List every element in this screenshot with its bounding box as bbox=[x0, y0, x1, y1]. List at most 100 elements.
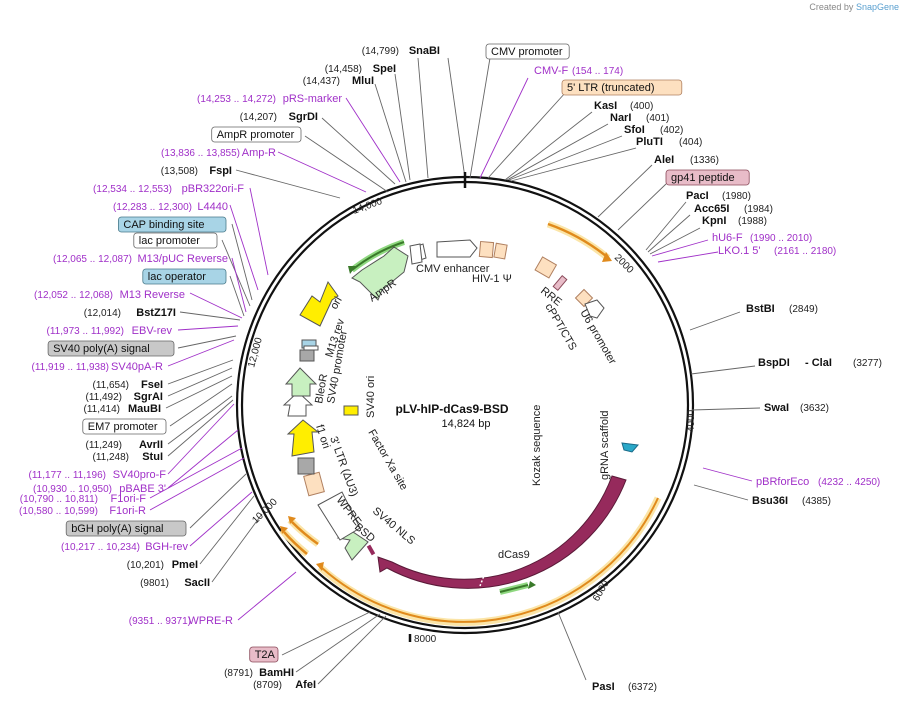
label-name: hU6-F bbox=[712, 232, 743, 244]
site-label-lac-operator[interactable]: lac operator bbox=[142, 268, 227, 285]
label-badge bbox=[211, 126, 302, 143]
site-label-sfoi[interactable]: SfoI(402) bbox=[624, 124, 683, 136]
site-label-maubi[interactable]: MauBI(11,414) bbox=[83, 403, 161, 415]
label-name: M13 Reverse bbox=[120, 289, 185, 301]
site-label-fsei[interactable]: FseI(11,654) bbox=[92, 379, 163, 391]
label-badge bbox=[133, 232, 218, 249]
site-label-t2a[interactable]: T2A bbox=[249, 646, 279, 663]
label-badge bbox=[118, 216, 227, 233]
site-label-spei[interactable]: SpeI(14,458) bbox=[325, 63, 396, 75]
label-name: AleI bbox=[654, 154, 674, 166]
site-label-gp41-peptide[interactable]: gp41 peptide bbox=[665, 169, 750, 186]
site-labels-left: SnaBI (14,799) SpeI(14,458)MluI(14,437) pRS… bbox=[19, 45, 440, 691]
feature-cppt-cts: cPPT/CTS bbox=[542, 302, 578, 353]
site-label-cmv-promoter[interactable]: CMV promoter bbox=[485, 43, 570, 60]
label-position: (1990 .. 2010) bbox=[750, 233, 812, 244]
label-name: SV40 poly(A) signal bbox=[53, 343, 150, 355]
site-label-kpni[interactable]: KpnI(1988) bbox=[702, 215, 767, 227]
label-position: (1984) bbox=[744, 204, 773, 215]
dcas9-arrow bbox=[377, 475, 627, 589]
site-label-sv40pa-r[interactable]: SV40pA-R(11,919 .. 11,938) bbox=[32, 361, 164, 373]
site-label-kasi[interactable]: KasI(400) bbox=[594, 100, 653, 112]
site-label-ampr-promoter[interactable]: AmpR promoter bbox=[211, 126, 302, 143]
site-label-fspi[interactable]: FspI(13,508) bbox=[161, 165, 232, 177]
feature-factor-xa: Factor Xa site bbox=[365, 428, 409, 493]
site-label-amp-r[interactable]: Amp-R(13,836 .. 13,855) bbox=[161, 147, 276, 159]
site-label-prs-marker[interactable]: pRS-marker(14,253 .. 14,272) bbox=[197, 93, 342, 105]
site-label-pbrforeco[interactable]: pBRforEco(4232 .. 4250) bbox=[756, 476, 880, 488]
label-name: SnaBI bbox=[409, 45, 440, 57]
label-extra: - ClaI bbox=[805, 357, 832, 369]
site-label-ebv-rev[interactable]: EBV-rev(11,973 .. 11,992) bbox=[47, 325, 173, 337]
site-label-pmei[interactable]: PmeI(10,201) bbox=[127, 559, 198, 571]
label-name: FspI bbox=[209, 165, 232, 177]
site-label-m13-puc-reverse[interactable]: M13/pUC Reverse(12,065 .. 12,087) bbox=[53, 253, 228, 265]
label-position: (2161 .. 2180) bbox=[774, 246, 836, 257]
label-position: (402) bbox=[660, 125, 683, 136]
label-position: (404) bbox=[679, 137, 702, 148]
orange-arrow-bottom-right bbox=[317, 496, 662, 626]
label-name: PacI bbox=[686, 190, 709, 202]
site-label-sacii[interactable]: SacII(9801) bbox=[140, 577, 210, 589]
site-label-em7-promoter[interactable]: EM7 promoter bbox=[82, 418, 167, 435]
site-label-l4440[interactable]: L4440(12,283 .. 12,300) bbox=[113, 201, 228, 213]
feature-sv40-ori: SV40 ori bbox=[365, 376, 377, 418]
site-label-mlui[interactable]: MluI(14,437) bbox=[303, 75, 374, 87]
site-label-f1ori-r[interactable]: F1ori-R(10,580 .. 10,599) bbox=[19, 505, 146, 517]
label-name: MauBI bbox=[128, 403, 161, 415]
label-name: WPRE-R bbox=[188, 615, 233, 627]
label-badge bbox=[82, 418, 167, 435]
label-position: (14,458) bbox=[325, 64, 362, 75]
site-label-sgrai[interactable]: SgrAI(11,492) bbox=[85, 391, 163, 403]
site-label-pasi[interactable]: PasI(6372) bbox=[592, 681, 657, 693]
site-label-pluti[interactable]: PluTI(404) bbox=[636, 136, 702, 148]
label-position: (401) bbox=[646, 113, 669, 124]
site-label-bstbi[interactable]: BstBI(2849) bbox=[746, 303, 818, 315]
label-name: Bsu36I bbox=[752, 495, 788, 507]
site-label-cmv-f[interactable]: CMV-F(154 .. 174) bbox=[534, 65, 623, 77]
site-label-bgh-poly-a-signal[interactable]: bGH poly(A) signal bbox=[65, 520, 187, 537]
site-label-sv40-poly-a-signal[interactable]: SV40 poly(A) signal bbox=[47, 340, 175, 357]
label-position: (14,799) bbox=[362, 46, 399, 57]
site-label-snabi[interactable]: SnaBI (14,799) bbox=[362, 45, 440, 57]
site-label-paci[interactable]: PacI (1980) bbox=[686, 190, 751, 202]
site-label-5-ltr-truncated[interactable]: 5' LTR (truncated) bbox=[561, 79, 683, 96]
site-label-pbabe-3[interactable]: pBABE 3'(10,930 .. 10,950) bbox=[33, 483, 166, 495]
site-label-hu6-f[interactable]: hU6-F (1990 .. 2010) bbox=[712, 232, 812, 244]
label-name: SwaI bbox=[764, 402, 789, 414]
site-label-bamhi[interactable]: BamHI(8791) bbox=[224, 667, 294, 679]
label-name: KpnI bbox=[702, 215, 726, 227]
site-label-bsu36i[interactable]: Bsu36I(4385) bbox=[752, 495, 831, 507]
site-label-wpre-r[interactable]: WPRE-R(9351 .. 9371) bbox=[129, 615, 233, 627]
site-label-swai[interactable]: SwaI(3632) bbox=[764, 402, 829, 414]
site-label-bspdi[interactable]: BspDI- ClaI(3277) bbox=[758, 357, 882, 369]
site-label-lac-promoter[interactable]: lac promoter bbox=[133, 232, 218, 249]
label-name: KasI bbox=[594, 100, 617, 112]
site-label-stui[interactable]: StuI(11,248) bbox=[92, 451, 163, 463]
label-position: (12,014) bbox=[84, 308, 121, 319]
site-label-m13-reverse[interactable]: M13 Reverse(12,052 .. 12,068) bbox=[34, 289, 185, 301]
site-label-nari[interactable]: NarI(401) bbox=[610, 112, 669, 124]
site-label-afei[interactable]: AfeI(8709) bbox=[253, 679, 316, 691]
label-name: lac promoter bbox=[139, 235, 200, 247]
label-name: CMV-F bbox=[534, 65, 569, 77]
site-label-acc65i[interactable]: Acc65I (1984) bbox=[694, 203, 773, 215]
site-label-bstz17i[interactable]: BstZ17I(12,014) bbox=[84, 307, 176, 319]
site-label-bgh-rev[interactable]: BGH-rev(10,217 .. 10,234) bbox=[61, 541, 188, 553]
label-name: EBV-rev bbox=[132, 325, 173, 337]
site-label-cap-binding-site[interactable]: CAP binding site bbox=[118, 216, 227, 233]
label-position: (9801) bbox=[140, 578, 169, 589]
site-label-sv40pro-f[interactable]: SV40pro-F(11,177 .. 11,196) bbox=[29, 469, 167, 481]
site-label-lko-1-5[interactable]: LKO.1 5'(2161 .. 2180) bbox=[718, 245, 836, 257]
site-label-pbr322ori-f[interactable]: pBR322ori-F(12,534 .. 12,553) bbox=[93, 183, 244, 195]
label-name: CMV promoter bbox=[491, 46, 563, 58]
site-label-sgrdi[interactable]: SgrDI(14,207) bbox=[240, 111, 318, 123]
label-position: (1980) bbox=[722, 191, 751, 202]
scale-tick-label: 12,000 bbox=[246, 336, 265, 369]
label-position: (8709) bbox=[253, 680, 282, 691]
site-label-f1ori-f[interactable]: F1ori-F(10,790 .. 10,811) bbox=[20, 493, 146, 505]
site-label-alei[interactable]: AleI(1336) bbox=[654, 154, 719, 166]
site-label-avrii[interactable]: AvrII(11,249) bbox=[85, 439, 163, 451]
label-name: 5' LTR (truncated) bbox=[567, 82, 654, 94]
label-name: Acc65I bbox=[694, 203, 729, 215]
